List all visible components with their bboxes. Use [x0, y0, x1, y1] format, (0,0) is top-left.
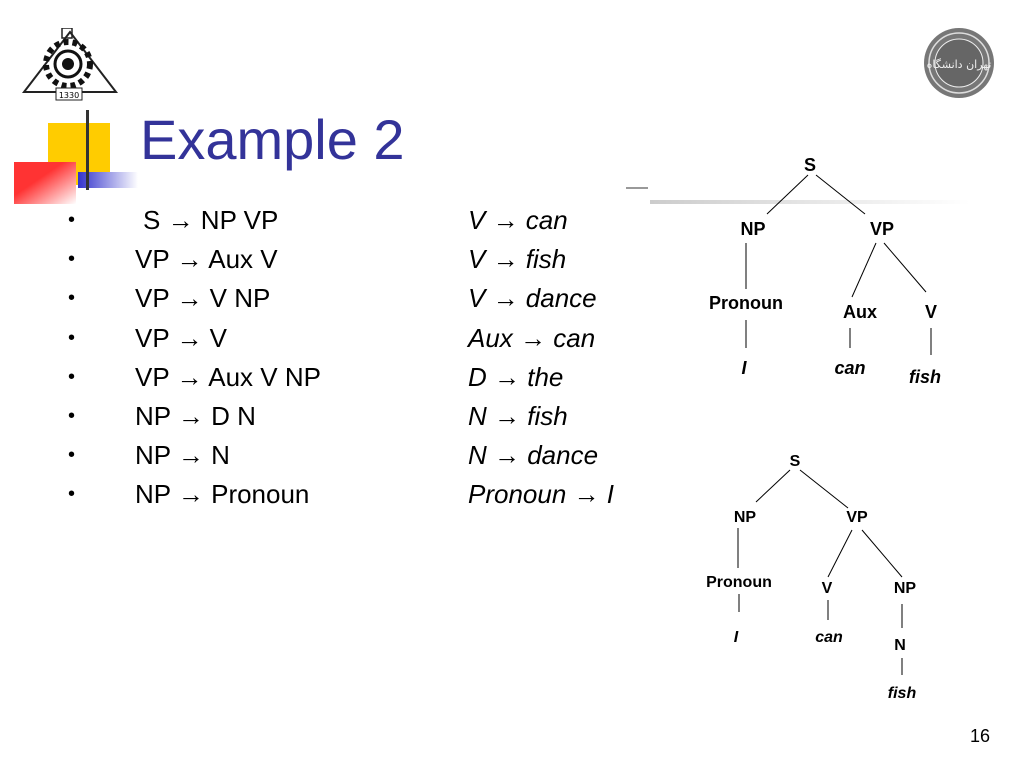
tree2-node-np: NP: [734, 509, 757, 526]
deco-vertical-line: [86, 110, 89, 190]
deco-blue-bar: [78, 172, 138, 188]
tree1-node-pronoun: Pronoun: [709, 293, 783, 313]
tree2-node-n: N: [894, 637, 906, 654]
tree2-leaf-i: I: [734, 629, 739, 646]
rule-left: NP → N: [135, 440, 230, 471]
tree2-node-v: V: [822, 580, 833, 597]
tree2-node-vp: VP: [846, 509, 868, 526]
tree1-node-s: S: [804, 155, 816, 175]
rule-right: V → can: [468, 205, 568, 235]
rule-left: VP → Aux V: [135, 244, 278, 275]
rule-left: NP → Pronoun: [135, 479, 310, 510]
tree1-leaf-i: I: [741, 358, 747, 378]
tree2-node-pronoun: Pronoun: [706, 574, 772, 591]
seal-text: تهران دانشگاه: [927, 58, 992, 71]
rule-left: NP → D N: [135, 401, 256, 431]
rule-left: VP → V NP: [135, 283, 271, 314]
tree2-node-np2: NP: [894, 580, 917, 597]
logo-year-text: 1330: [59, 91, 79, 100]
page-number: 16: [969, 726, 990, 746]
tree1-node-v: V: [925, 302, 937, 322]
rule-right: N → dance: [468, 440, 599, 471]
rule-right: N → fish: [468, 401, 568, 431]
bullet-icon: •: [68, 483, 76, 506]
tree1-node-vp: VP: [870, 219, 894, 239]
deco-gray-line: [650, 200, 970, 204]
bullet-icon: •: [68, 444, 76, 467]
bullet-icon: •: [68, 365, 76, 388]
rule-left: VP → V: [135, 322, 228, 353]
rule-right: Pronoun → I: [468, 479, 614, 510]
bullet-icon: •: [68, 287, 76, 310]
rule-right: V → dance: [468, 283, 597, 314]
rule-right: D → the: [468, 361, 564, 392]
tree2-node-s: S: [790, 453, 801, 470]
tree2-leaf-can: can: [815, 629, 843, 646]
tree1-node-np: NP: [740, 219, 765, 239]
rule-left: S → NP VP: [143, 205, 279, 235]
rule-right: Aux → can: [468, 322, 596, 353]
deco-small-line: [626, 187, 648, 189]
tree1-node-aux: Aux: [843, 302, 877, 322]
tree1-leaf-fish: fish: [909, 367, 941, 387]
tree1-leaf-can: can: [834, 358, 865, 378]
bullet-icon: •: [68, 209, 76, 231]
bullet-icon: •: [68, 248, 76, 271]
university-emblem-logo: 1330: [20, 27, 120, 104]
rule-left: VP → Aux V NP: [135, 361, 321, 392]
rule-right: V → fish: [468, 244, 567, 275]
slide-title: Example 2: [140, 108, 405, 171]
bullet-icon: •: [68, 405, 76, 427]
bullet-icon: •: [68, 326, 76, 349]
deco-red-square: [14, 162, 76, 204]
university-seal-logo: تهران دانشگاه: [922, 26, 996, 100]
tree2-leaf-fish: fish: [888, 685, 917, 702]
